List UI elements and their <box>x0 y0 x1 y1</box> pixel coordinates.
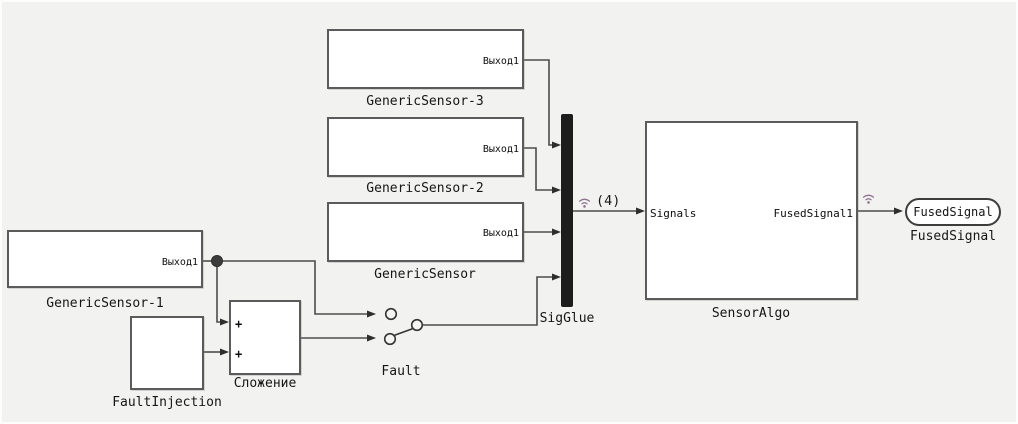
output-port-label: FusedSignal1 <box>773 207 853 220</box>
block-label-sigglue: SigGlue <box>539 311 595 326</box>
input-port-label: Signals <box>650 207 697 220</box>
bus-width-annotation: (4) <box>596 193 621 209</box>
block-label-generic-sensor-3: GenericSensor-3 <box>366 94 484 109</box>
output-port-label: Выход1 <box>482 56 519 67</box>
block-label-generic-sensor-1: GenericSensor-1 <box>46 296 164 311</box>
block-label-sensor-algo: SensorAlgo <box>711 306 791 321</box>
block-fault-injection[interactable] <box>130 316 204 390</box>
block-sigglue-mux[interactable] <box>561 114 573 307</box>
block-generic-sensor-3[interactable]: Выход1 <box>327 29 524 89</box>
block-label-sum: Сложение <box>233 376 297 391</box>
block-label-generic-sensor-2: GenericSensor-2 <box>366 181 484 196</box>
block-fault-switch[interactable] <box>383 307 424 346</box>
output-port-label: Выход1 <box>482 228 519 239</box>
sum-input-2-label: + <box>235 347 243 361</box>
output-port-label: Выход1 <box>482 144 519 155</box>
block-label-fault-switch: Fault <box>381 364 421 379</box>
block-generic-sensor[interactable]: Выход1 <box>327 202 524 262</box>
wire-branch-to-sum[interactable] <box>216 261 220 323</box>
sum-input-1-label: + <box>235 317 243 331</box>
outport-text: FusedSignal <box>913 205 993 219</box>
output-port-label: Выход1 <box>161 257 198 268</box>
block-label-fault-injection: FaultInjection <box>112 395 222 410</box>
branch-point-dot <box>211 255 223 267</box>
block-fused-signal-outport[interactable]: FusedSignal <box>905 198 1001 226</box>
block-generic-sensor-2[interactable]: Выход1 <box>327 117 524 177</box>
block-generic-sensor-1[interactable]: Выход1 <box>7 230 203 288</box>
wireless-signal-icon <box>862 194 875 204</box>
block-sensor-algo[interactable]: Signals FusedSignal1 <box>645 121 858 300</box>
block-sum[interactable]: + + <box>229 300 301 375</box>
wireless-signal-icon <box>578 198 591 208</box>
block-label-fused-signal: FusedSignal <box>909 229 997 244</box>
block-label-generic-sensor: GenericSensor <box>374 267 476 282</box>
